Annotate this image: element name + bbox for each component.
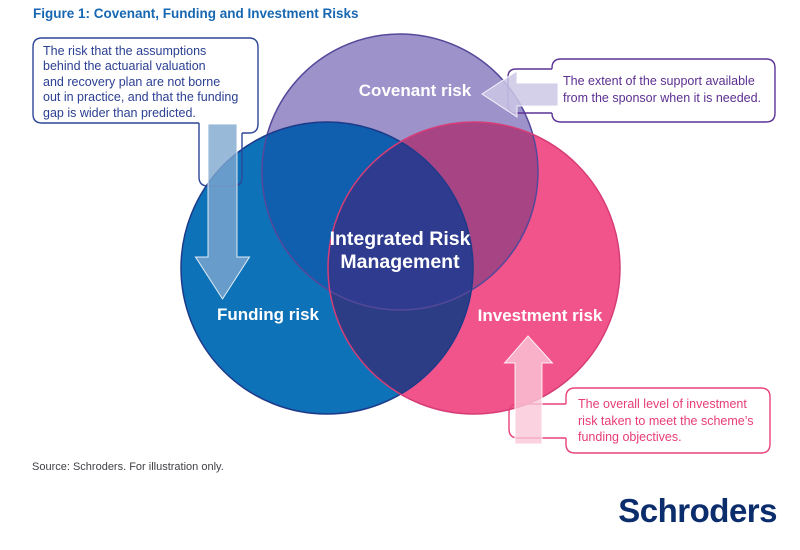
overlap-center-triple	[328, 122, 473, 310]
covenant-callout-box	[551, 58, 776, 123]
covenant-risk-label: Covenant risk	[358, 81, 472, 100]
funding-callout-box	[32, 37, 259, 134]
investment-callout-tab	[508, 403, 566, 439]
investment-callout-line: risk taken to meet the scheme’s	[578, 413, 754, 428]
funding-callout-line: out in practice, and that the funding	[43, 90, 239, 105]
integrated-risk-management-label: Integrated Risk Management	[330, 228, 471, 274]
covenant-callout-text: The extent of the support available from…	[563, 73, 761, 106]
covenant-circle-outline	[261, 33, 539, 311]
center-label-line: Management	[340, 251, 460, 273]
investment-callout-text: The overall level of investment risk tak…	[578, 396, 754, 446]
covenant-arrow-left	[481, 70, 559, 118]
covenant-callout-line: The extent of the support available	[563, 74, 755, 88]
funding-risk-label: Funding risk	[217, 305, 319, 324]
source-note: Source: Schroders. For illustration only…	[32, 461, 224, 473]
investment-risk-label: Investment risk	[477, 306, 603, 325]
investment-arrow-up	[503, 335, 554, 445]
funding-callout-line: The risk that the assumptions	[43, 44, 207, 58]
funding-callout-line: gap is wider than predicted.	[43, 105, 196, 120]
center-label-line: Integrated Risk	[329, 228, 471, 250]
investment-callout-line: funding objectives.	[578, 430, 682, 444]
funding-callout-text: The risk that the assumptions behind the…	[43, 44, 238, 121]
funding-arrow-down	[194, 123, 251, 300]
investment-circle-outline	[327, 121, 621, 415]
funding-callout-line: and recovery plan are not borne	[43, 74, 221, 89]
funding-circle-outline	[180, 121, 474, 415]
investment-callout-box	[565, 387, 771, 454]
covenant-callout-line: from the sponsor when it is needed.	[563, 90, 762, 105]
schroders-logo: Schroders	[618, 492, 777, 529]
investment-callout-line: The overall level of investment	[578, 397, 747, 411]
figure-title: Figure 1: Covenant, Funding and Investme…	[33, 6, 359, 21]
funding-callout-line: behind the actuarial valuation	[43, 59, 206, 74]
